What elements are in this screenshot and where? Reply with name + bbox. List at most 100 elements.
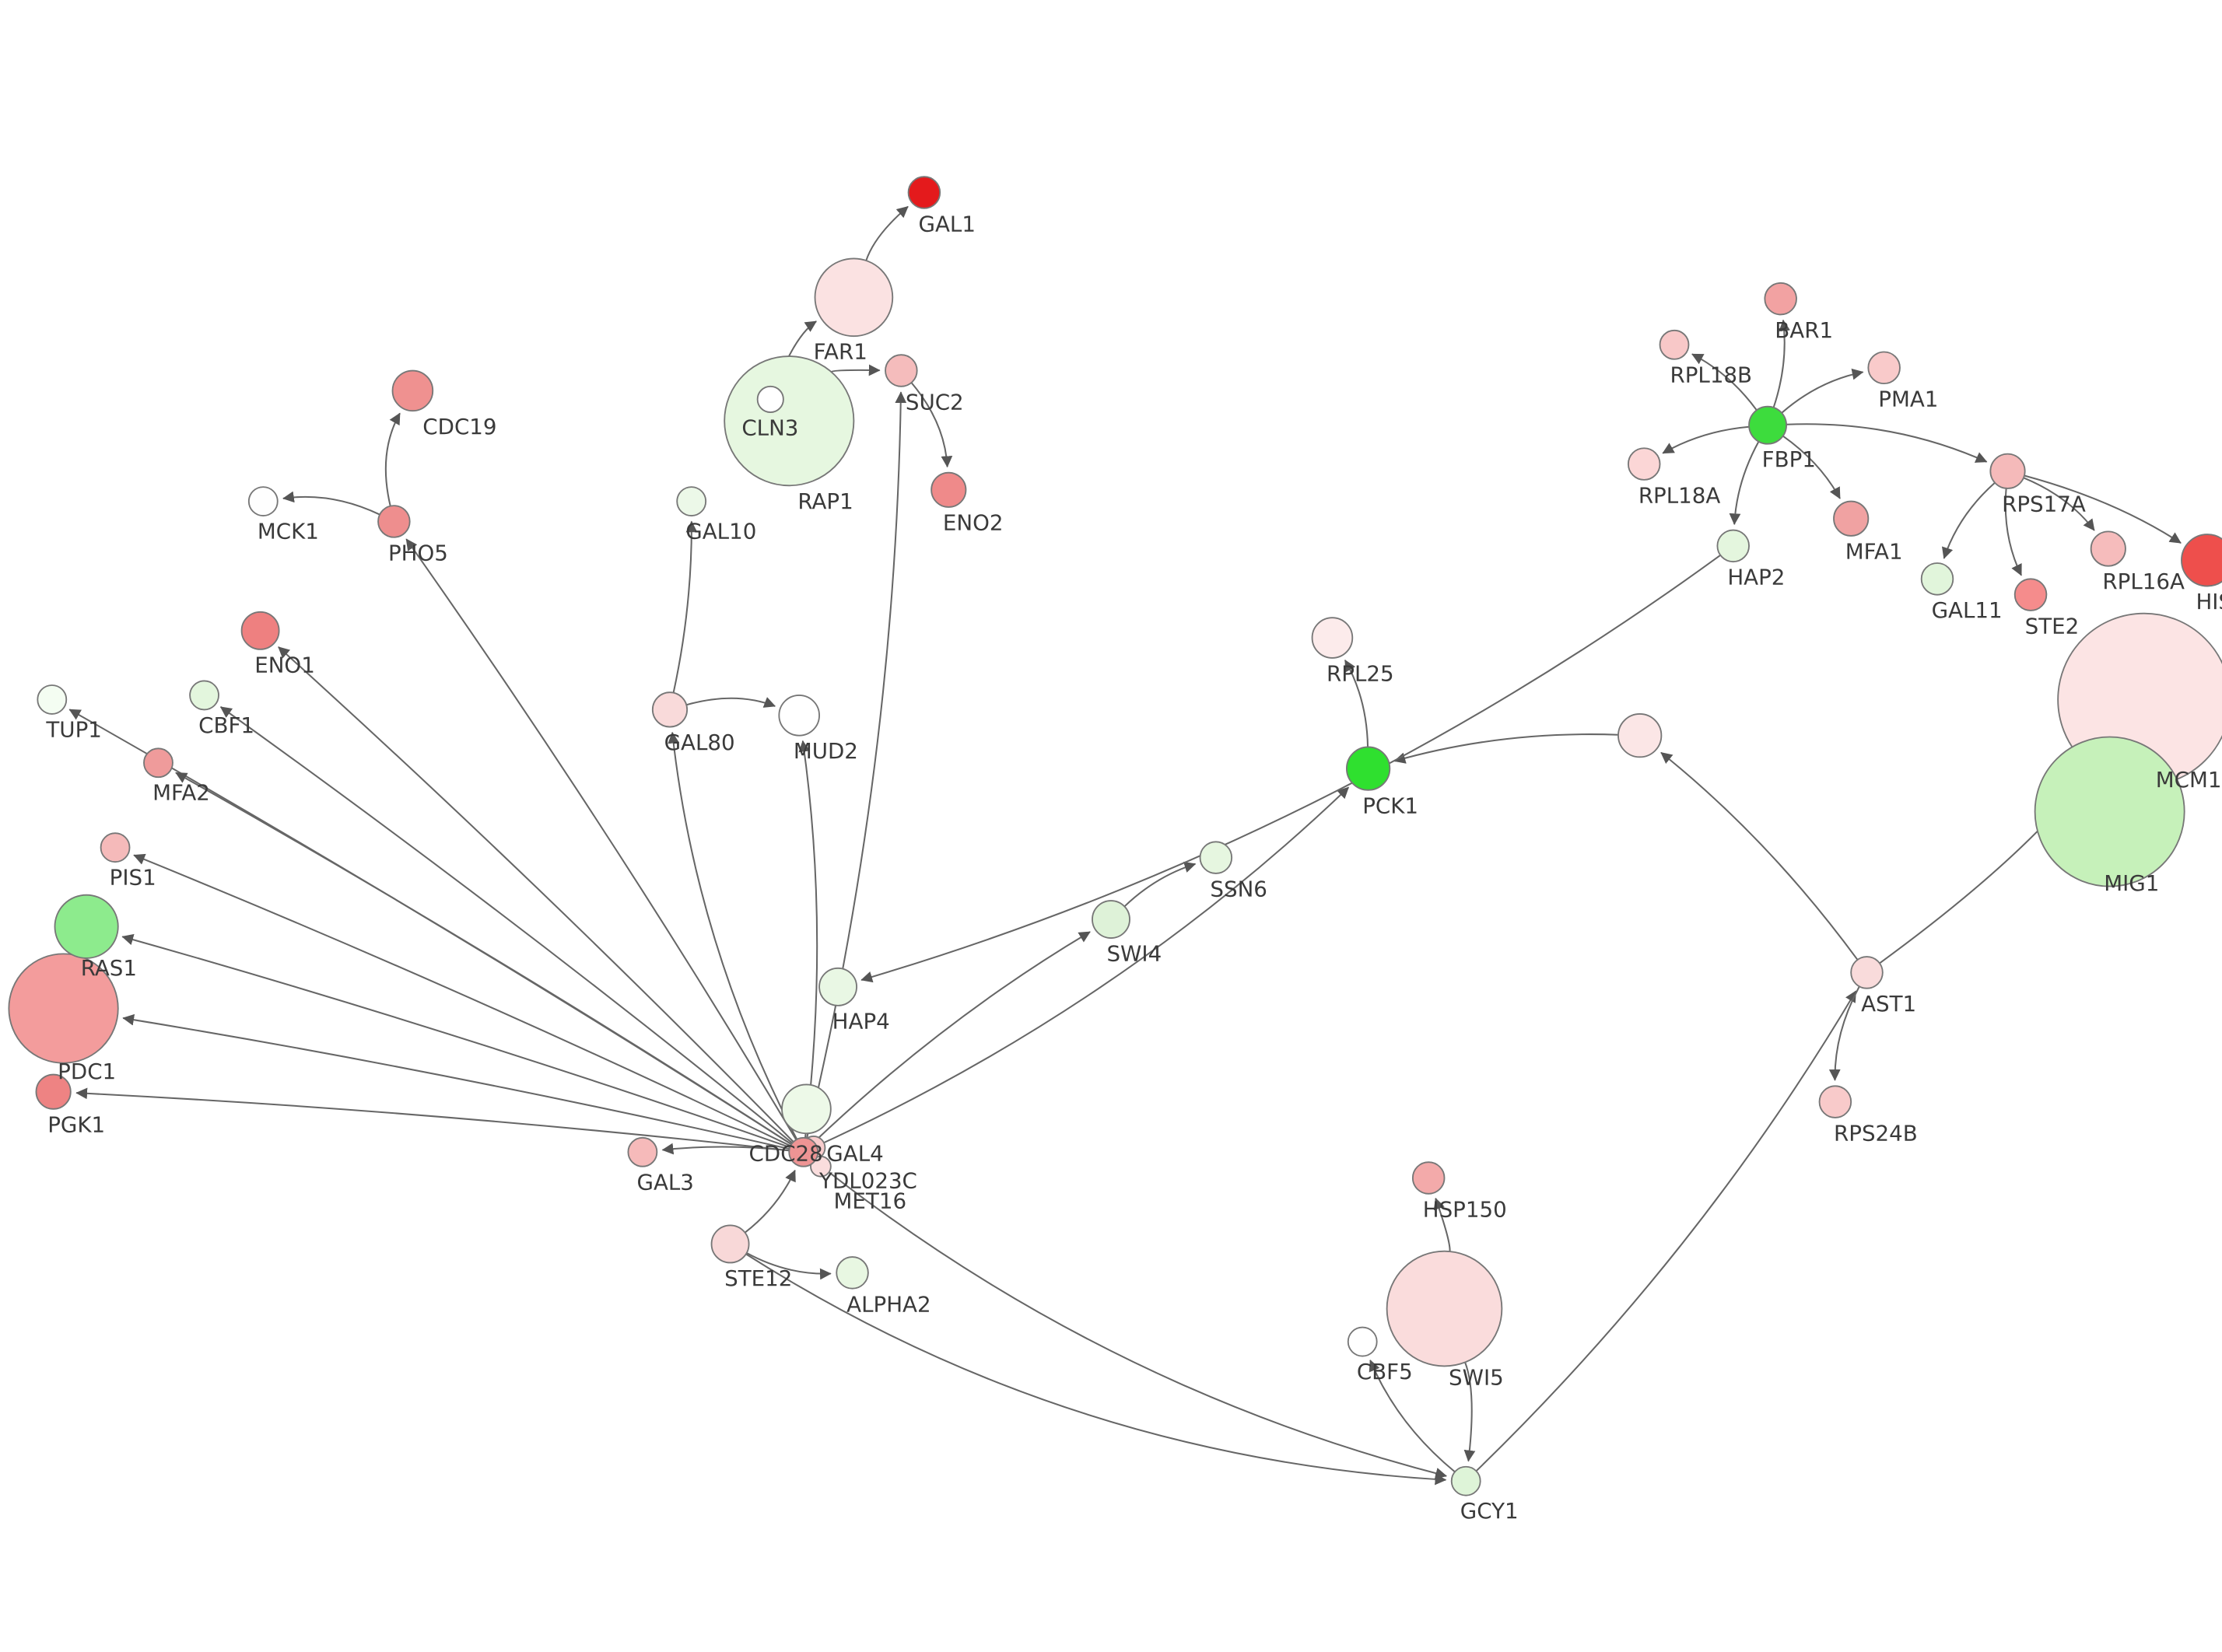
node-ALPHA2[interactable] <box>836 1256 869 1290</box>
edge-RAP1-SUC2[interactable] <box>830 364 881 376</box>
edge-PCK1-RPL25[interactable] <box>1344 660 1369 747</box>
node-PDC1[interactable] <box>8 953 119 1064</box>
edge-GAL4-PGK1[interactable] <box>75 1087 790 1152</box>
edge-GAL4-GCY1[interactable] <box>814 1160 1447 1479</box>
edge-NODE1-PCK1[interactable] <box>1393 733 1619 764</box>
node-RAP1[interactable] <box>724 355 855 487</box>
edge-FBP1-RPL18B[interactable] <box>1691 353 1758 411</box>
node-MFA1[interactable] <box>1833 500 1870 537</box>
node-GAL3[interactable] <box>627 1136 658 1167</box>
node-MFA2[interactable] <box>143 747 173 779</box>
edge-RPS17A-HIS4[interactable] <box>2024 474 2182 544</box>
node-CDC19[interactable] <box>391 369 434 412</box>
node-CDC28[interactable] <box>781 1083 832 1135</box>
edge-GAL4-GAL3[interactable] <box>661 1143 790 1155</box>
node-RAS1[interactable] <box>54 894 119 959</box>
edge-GAL4-PIS1[interactable] <box>133 853 791 1147</box>
node-TUP1[interactable] <box>37 684 68 715</box>
node-HAP2[interactable] <box>1716 529 1750 563</box>
edge-GAL80-MUD2[interactable] <box>685 697 776 708</box>
edge-SUC2-ENO2[interactable] <box>910 382 953 468</box>
edge-GAL80-GAL10[interactable] <box>672 520 698 694</box>
node-ENO1[interactable] <box>240 611 280 650</box>
node-FAR1[interactable] <box>814 257 894 338</box>
node-PHO5[interactable] <box>377 505 411 538</box>
node-CLN3[interactable] <box>756 385 784 413</box>
edge-GAL4-MUD2[interactable] <box>798 740 818 1139</box>
edge-RPS17A-RPL16A[interactable] <box>2023 477 2095 531</box>
node-MIG1[interactable] <box>2034 736 2185 887</box>
edge-GAL4-PCK1[interactable] <box>816 786 1350 1147</box>
edge-FBP1-RPS17A[interactable] <box>1786 423 1988 463</box>
edge-GAL4-GAL80[interactable] <box>668 731 798 1140</box>
node-SWI5[interactable] <box>1386 1250 1503 1367</box>
edge-STE12-GAL4[interactable] <box>744 1169 796 1234</box>
edge-GAL4-CBF1[interactable] <box>219 706 793 1144</box>
edge-GCY1-AST1[interactable] <box>1475 990 1857 1472</box>
node-GAL80[interactable] <box>651 691 689 728</box>
edge-GAL4-PDC1[interactable] <box>122 1013 790 1150</box>
node-RPS17A[interactable] <box>1989 453 2026 489</box>
edge-FBP1-BAR1[interactable] <box>1772 319 1790 408</box>
node-RPL25[interactable] <box>1311 617 1354 659</box>
edge-SWI4-SSN6[interactable] <box>1123 861 1197 908</box>
node-SSN6[interactable] <box>1199 841 1233 874</box>
edge-FBP1-RPL18A[interactable] <box>1662 425 1750 454</box>
edge-GAL4-RAS1[interactable] <box>121 933 790 1149</box>
edge-AST1-NODE1[interactable] <box>1660 751 1859 961</box>
node-MUD2[interactable] <box>778 695 820 737</box>
node-RPL18B[interactable] <box>1659 329 1690 360</box>
edge-FBP1-HAP2[interactable] <box>1729 441 1760 526</box>
node-BAR1[interactable] <box>1764 282 1797 316</box>
edge-RPS17A-GAL11[interactable] <box>1941 481 1996 559</box>
node-NODE1[interactable] <box>1617 713 1663 758</box>
node-STE12[interactable] <box>710 1224 750 1264</box>
node-GAL10[interactable] <box>676 486 707 516</box>
node-GAL11[interactable] <box>1920 562 1954 596</box>
edge-STE12-GCY1[interactable] <box>745 1253 1447 1486</box>
node-GAL1[interactable] <box>907 176 941 209</box>
node-MCK1[interactable] <box>247 486 279 516</box>
node-HAP4[interactable] <box>818 967 858 1006</box>
edge-PHO5-MCK1[interactable] <box>282 491 380 516</box>
edge-GAL4-PHO5[interactable] <box>405 538 797 1140</box>
node-PGK1[interactable] <box>35 1073 72 1110</box>
edge-GAL4-SUC2[interactable] <box>806 391 907 1139</box>
node-PIS1[interactable] <box>100 832 131 863</box>
node-MET16[interactable] <box>810 1155 832 1178</box>
node-CBF5[interactable] <box>1347 1326 1378 1357</box>
node-RPS24B[interactable] <box>1818 1085 1852 1118</box>
edge-FBP1-PMA1[interactable] <box>1781 368 1864 414</box>
edge-AST1-RPS24B[interactable] <box>1828 985 1860 1081</box>
node-HIS4[interactable] <box>2181 534 2222 587</box>
edge-GAL4-MFA2[interactable] <box>175 772 792 1146</box>
node-CBF1[interactable] <box>189 680 219 711</box>
edge-SWI5-HSP150[interactable] <box>1433 1197 1451 1252</box>
node-PCK1[interactable] <box>1345 746 1391 791</box>
node-FBP1[interactable] <box>1748 405 1787 445</box>
node-ENO2[interactable] <box>931 471 967 508</box>
node-RPL18A[interactable] <box>1627 447 1661 481</box>
edge-GCY1-CBF5[interactable] <box>1369 1360 1456 1473</box>
edge-STE12-ALPHA2[interactable] <box>746 1252 832 1280</box>
node-RPL16A[interactable] <box>2090 530 2126 567</box>
edge-GAL4-SWI4[interactable] <box>813 931 1091 1143</box>
edge-SWI5-GCY1[interactable] <box>1463 1362 1476 1462</box>
node-GCY1[interactable] <box>1450 1465 1481 1496</box>
edge-HAP2-HAP4[interactable] <box>860 555 1721 983</box>
edge-FBP1-MFA1[interactable] <box>1782 435 1841 499</box>
edge-layer <box>68 205 2182 1486</box>
node-GAL4[interactable] <box>788 1136 819 1167</box>
edge-PHO5-CDC19[interactable] <box>384 412 401 506</box>
node-SUC2[interactable] <box>885 354 918 387</box>
edge-FAR1-GAL1[interactable] <box>865 205 909 261</box>
node-SWI4[interactable] <box>1092 900 1130 939</box>
node-label-PDC1: PDC1 <box>58 1059 116 1084</box>
node-PMA1[interactable] <box>1867 351 1901 385</box>
node-STE2[interactable] <box>2013 578 2048 611</box>
edge-GAL4-TUP1[interactable] <box>68 709 792 1146</box>
node-AST1[interactable] <box>1850 956 1884 989</box>
node-HSP150[interactable] <box>1411 1161 1446 1195</box>
edge-RPS17A-STE2[interactable] <box>2004 488 2022 576</box>
edge-GAL4-ENO1[interactable] <box>278 646 794 1143</box>
